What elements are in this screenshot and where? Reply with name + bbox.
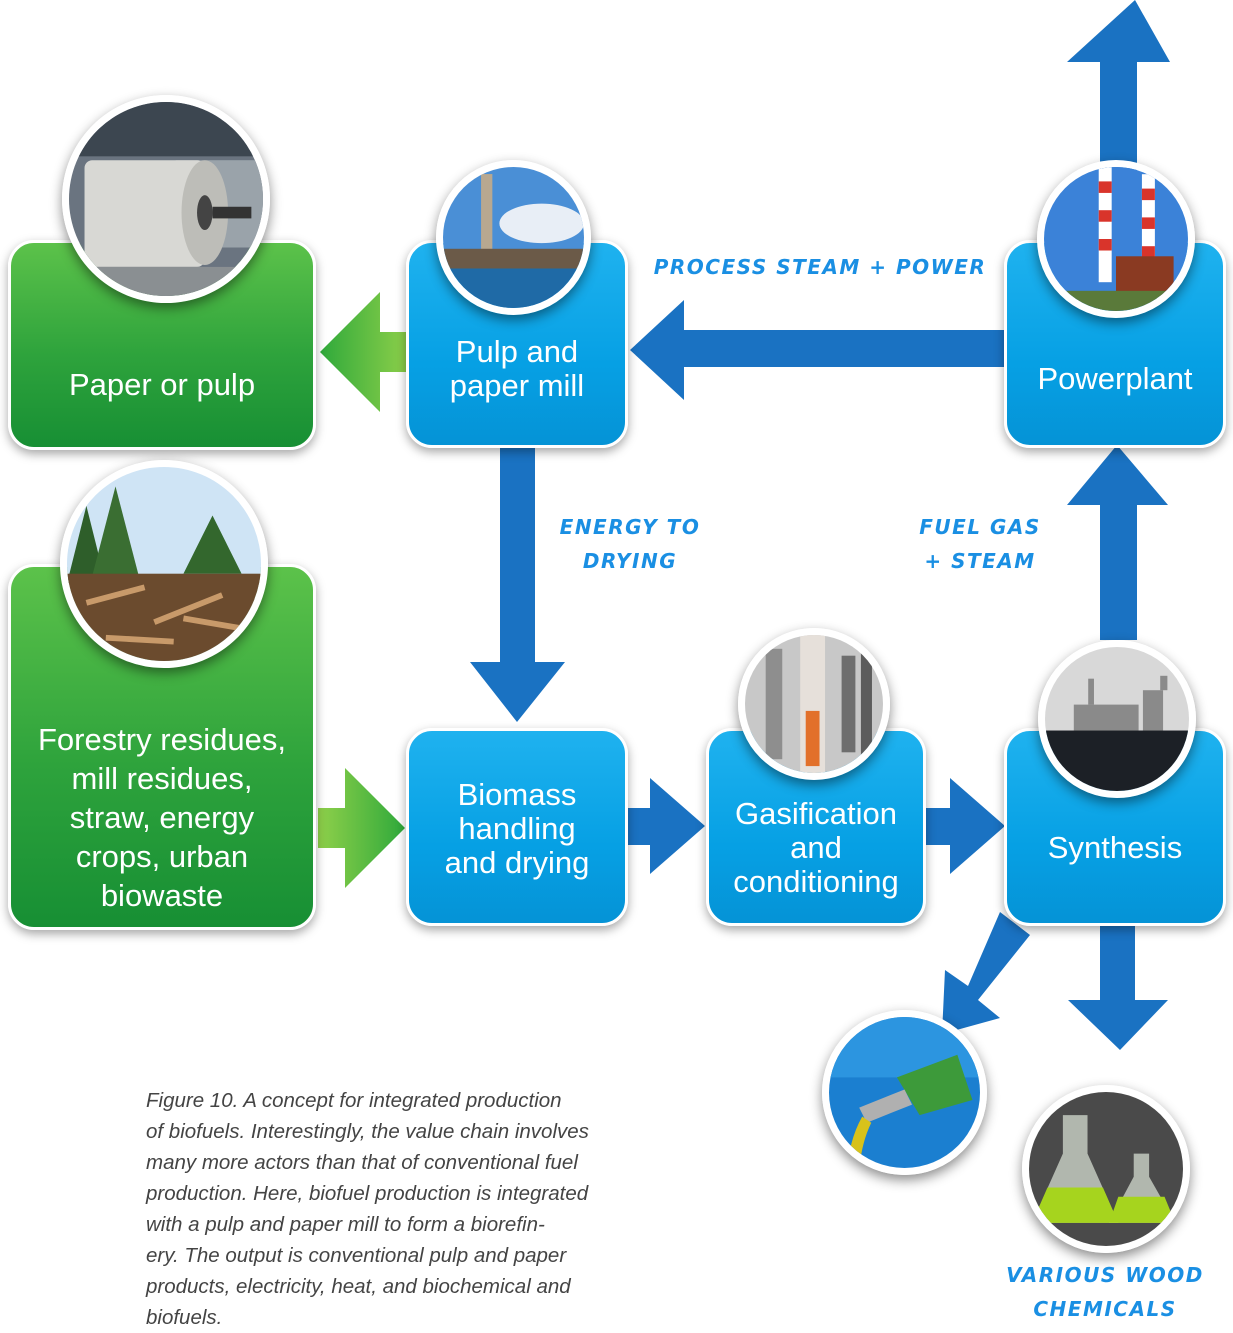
- box-pulp-and-paper-mill-label: Pulp and paper mill: [449, 334, 585, 403]
- arrow-gasification-to-synthesis: [925, 778, 1005, 874]
- box-feedstock-label: Forestry residues, mill residues, straw,…: [37, 721, 287, 913]
- label-fuel-gas-steam: fuel gas + steam: [919, 515, 1041, 573]
- arrow-powerplant-output: [1067, 0, 1170, 200]
- arrow-fuel-gas-to-powerplant: [1067, 445, 1168, 640]
- chemical-flasks-photo-icon: [1022, 1085, 1190, 1253]
- power-plant-chimneys-photo-icon: [1037, 160, 1195, 318]
- box-biomass-handling: Biomass handling and drying: [406, 728, 628, 926]
- arrow-steam-power-to-mill: [630, 300, 1010, 400]
- arrow-feedstock-to-biomass: [318, 768, 405, 888]
- box-feedstock: Forestry residues, mill residues, straw,…: [8, 564, 316, 930]
- factory-silhouette-photo-icon: [1038, 640, 1196, 798]
- label-various-wood-chemicals: Various wood chemicals: [1006, 1263, 1204, 1321]
- figure-caption: Figure 10. A concept for integrated prod…: [146, 1089, 589, 1329]
- arrow-synthesis-to-fuel: [942, 912, 1030, 1034]
- box-gasification: Gasification and conditioning: [706, 728, 926, 926]
- box-paper-or-pulp-label: Paper or pulp: [68, 367, 256, 402]
- fuel-nozzle-photo-icon: [822, 1010, 987, 1175]
- arrow-energy-to-drying: [470, 445, 565, 722]
- forest-residue-photo-icon: [60, 460, 268, 668]
- label-process-steam-power: Process steam + power: [653, 255, 987, 279]
- box-biomass-handling-label: Biomass handling and drying: [444, 777, 590, 880]
- arrow-synthesis-to-chemicals: [1068, 920, 1168, 1050]
- box-synthesis-label: Synthesis: [1047, 830, 1183, 865]
- arrow-mill-to-paper: [320, 292, 410, 412]
- box-gasification-label: Gasification and conditioning: [733, 796, 899, 899]
- label-energy-to-drying: Energy to drying: [559, 515, 701, 573]
- mill-smokestack-photo-icon: [436, 160, 591, 315]
- paper-roll-photo-icon: [62, 95, 270, 303]
- box-powerplant-label: Powerplant: [1037, 361, 1193, 396]
- box-paper-or-pulp: Paper or pulp: [8, 240, 316, 450]
- arrow-biomass-to-gasification: [625, 778, 705, 874]
- gasifier-photo-icon: [738, 628, 890, 780]
